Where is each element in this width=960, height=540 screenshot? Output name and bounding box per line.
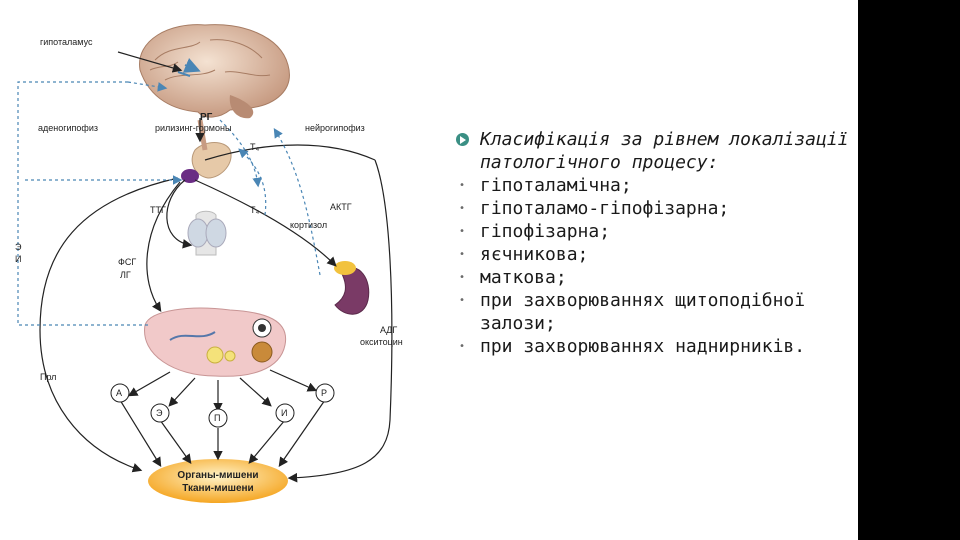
main-item-text: Класифікація за рівнем локалізації патол… bbox=[480, 129, 849, 173]
circle-label-e: Э bbox=[156, 408, 163, 418]
side-decoration-bar bbox=[858, 0, 960, 540]
dot-bullet-icon: • bbox=[458, 180, 466, 191]
list-item-main: Класифікація за рівнем локалізації патол… bbox=[450, 128, 855, 174]
label-t4-top: Т₄ bbox=[250, 142, 259, 152]
dot-bullet-icon: • bbox=[458, 203, 466, 214]
label-fsg: ФСГ bbox=[118, 257, 136, 267]
list-item: • при захворюваннях наднирників. bbox=[450, 335, 855, 358]
label-ttg: ТТГ bbox=[150, 205, 166, 215]
label-releasing-hormones: рилизинг-гормоны bbox=[155, 123, 231, 133]
label-target-tissues: Ткани-мишени bbox=[182, 483, 253, 494]
label-target-organs: Органы-мишени bbox=[177, 470, 258, 481]
label-hypothalamus: гипоталамус bbox=[40, 37, 93, 47]
label-e: Э bbox=[15, 242, 22, 252]
dot-bullet-icon: • bbox=[458, 226, 466, 237]
dotted-feedback-arrows bbox=[17, 81, 321, 326]
circle-label-i: И bbox=[281, 408, 287, 418]
list-item-text: маткова; bbox=[480, 267, 567, 288]
list-item-text: яєчникова; bbox=[480, 244, 589, 265]
list-item: • маткова; bbox=[450, 266, 855, 289]
list-item-text: гіпоталамо-гіпофізарна; bbox=[480, 198, 730, 219]
list-item: • при захворюваннях щитоподібної залози; bbox=[450, 289, 855, 335]
list-item: • гіпофізарна; bbox=[450, 220, 855, 243]
dot-bullet-icon: • bbox=[458, 295, 466, 306]
solid-arrows bbox=[39, 51, 393, 483]
list-item: • гіпоталамо-гіпофізарна; bbox=[450, 197, 855, 220]
list-item: • гіпоталамічна; bbox=[450, 174, 855, 197]
list-item-text: при захворюваннях наднирників. bbox=[480, 336, 806, 357]
label-lg: ЛГ bbox=[120, 270, 131, 280]
label-neurohypophysis: нейрогипофиз bbox=[305, 123, 365, 133]
label-actg: АКТГ bbox=[330, 202, 352, 212]
label-i: И bbox=[15, 254, 21, 264]
label-rg: РГ bbox=[200, 112, 213, 123]
list-item: • яєчникова; bbox=[450, 243, 855, 266]
label-adenohypophysis: аденогипофиз bbox=[38, 123, 98, 133]
circle-label-a: А bbox=[116, 388, 122, 398]
label-cortisol: кортизол bbox=[290, 220, 327, 230]
endocrine-regulation-diagram: гипоталамус РГ рилизинг-гормоны аденогип… bbox=[15, 24, 403, 503]
label-oxytocin: окситоцин bbox=[360, 337, 403, 347]
list-item-text: гіпоталамічна; bbox=[480, 175, 632, 196]
dot-bullet-icon: • bbox=[458, 272, 466, 283]
dot-bullet-icon: • bbox=[458, 249, 466, 260]
label-prl: Прл bbox=[40, 372, 56, 382]
brain-image bbox=[139, 24, 290, 119]
list-item-text: гіпофізарна; bbox=[480, 221, 611, 242]
dot-bullet-icon: • bbox=[458, 341, 466, 352]
label-adg: АДГ bbox=[380, 325, 397, 335]
classification-list: Класифікація за рівнем локалізації патол… bbox=[450, 128, 855, 358]
ovary-image bbox=[144, 307, 287, 377]
target-organs-box bbox=[148, 459, 288, 503]
circle-label-p: П bbox=[214, 413, 220, 423]
accent-bullet-icon bbox=[450, 128, 474, 152]
list-item-text: при захворюваннях щитоподібної залози; bbox=[480, 290, 806, 334]
circle-label-r: Р bbox=[321, 388, 327, 398]
hormone-circles bbox=[110, 383, 335, 428]
thyroid-image bbox=[187, 210, 227, 256]
label-t4-bottom: Т₄ bbox=[250, 205, 259, 215]
kidney-image bbox=[334, 261, 370, 315]
